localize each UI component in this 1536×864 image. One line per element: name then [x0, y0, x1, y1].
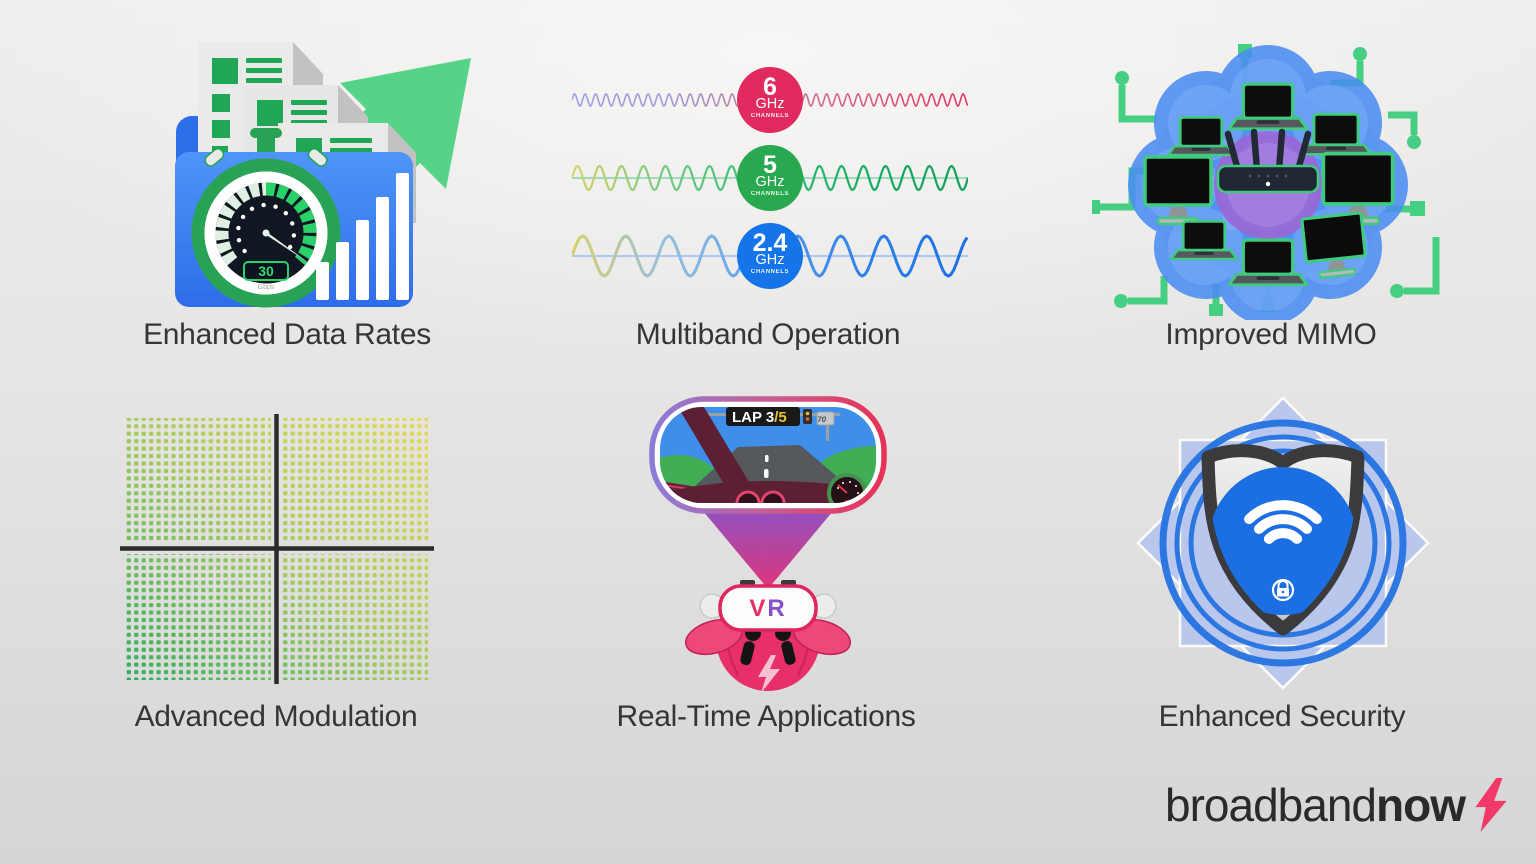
multiband-illustration: 6 GHz CHANNELS 5 GHz CHANNELS: [570, 60, 970, 300]
lightning-bolt-icon: [1475, 778, 1507, 832]
stream-funnel: [698, 505, 838, 589]
wifi-disc: [1209, 467, 1357, 615]
brand-logo: broadbandnow: [1165, 778, 1508, 832]
router-icon: [1216, 128, 1320, 194]
label-multiband-operation: Multiband Operation: [635, 318, 901, 351]
band-row-5ghz: 5 GHz CHANNELS: [570, 138, 970, 218]
svg-text:70: 70: [817, 415, 828, 424]
badge-24ghz: 2.4 GHz CHANNELS: [737, 223, 803, 289]
band-row-6ghz: 6 GHz CHANNELS: [571, 60, 969, 140]
car-pillar: [678, 407, 752, 491]
label-real-time-applications: Real-Time Applications: [616, 700, 916, 733]
enhanced-data-rates-illustration: 30 Gbps: [175, 42, 471, 308]
real-time-applications-illustration: 70 LAP 3/5: [649, 396, 887, 693]
badge-6ghz: 6 GHz CHANNELS: [737, 67, 803, 133]
label-improved-mimo: Improved MIMO: [1165, 318, 1377, 351]
dash-gauge: [760, 490, 786, 503]
dash-gauge: [735, 490, 761, 503]
racing-game-scene: 70 LAP 3/5: [660, 407, 876, 503]
speedometer-icon: 30 Gbps: [191, 128, 341, 308]
label-enhanced-security: Enhanced Security: [1158, 700, 1406, 733]
band-row-24ghz: 2.4 GHz CHANNELS: [570, 216, 969, 296]
lock-icon: [1271, 578, 1295, 602]
brand-name-bold: now: [1376, 779, 1466, 831]
badge-5ghz: 5 GHz CHANNELS: [737, 145, 803, 211]
lap-counter: LAP 3/5: [726, 407, 800, 426]
svg-text:LAP 3/5: LAP 3/5: [732, 409, 787, 426]
brand-wordmark: broadbandnow: [1165, 778, 1466, 832]
label-advanced-modulation: Advanced Modulation: [134, 700, 418, 733]
speed-sign: 70: [816, 411, 835, 426]
vr-headset-icon: [718, 584, 818, 632]
lightning-bolt-icon: [758, 655, 780, 693]
label-enhanced-data-rates: Enhanced Data Rates: [143, 318, 431, 351]
vr-label: VR: [749, 595, 786, 622]
brand-name-regular: broadband: [1165, 779, 1377, 831]
enhanced-security-illustration: [1136, 396, 1430, 690]
speed-unit: Gbps: [258, 284, 275, 291]
vr-player: VR: [685, 580, 851, 693]
advanced-modulation-illustration: [120, 414, 434, 684]
improved-mimo-illustration: [1092, 44, 1440, 320]
wifi-icon: [1244, 500, 1322, 544]
speed-value: 30: [258, 263, 274, 279]
bar-chart-icon: [316, 173, 409, 300]
traffic-light-icon: [803, 409, 812, 424]
signal-rings: [1159, 419, 1407, 667]
